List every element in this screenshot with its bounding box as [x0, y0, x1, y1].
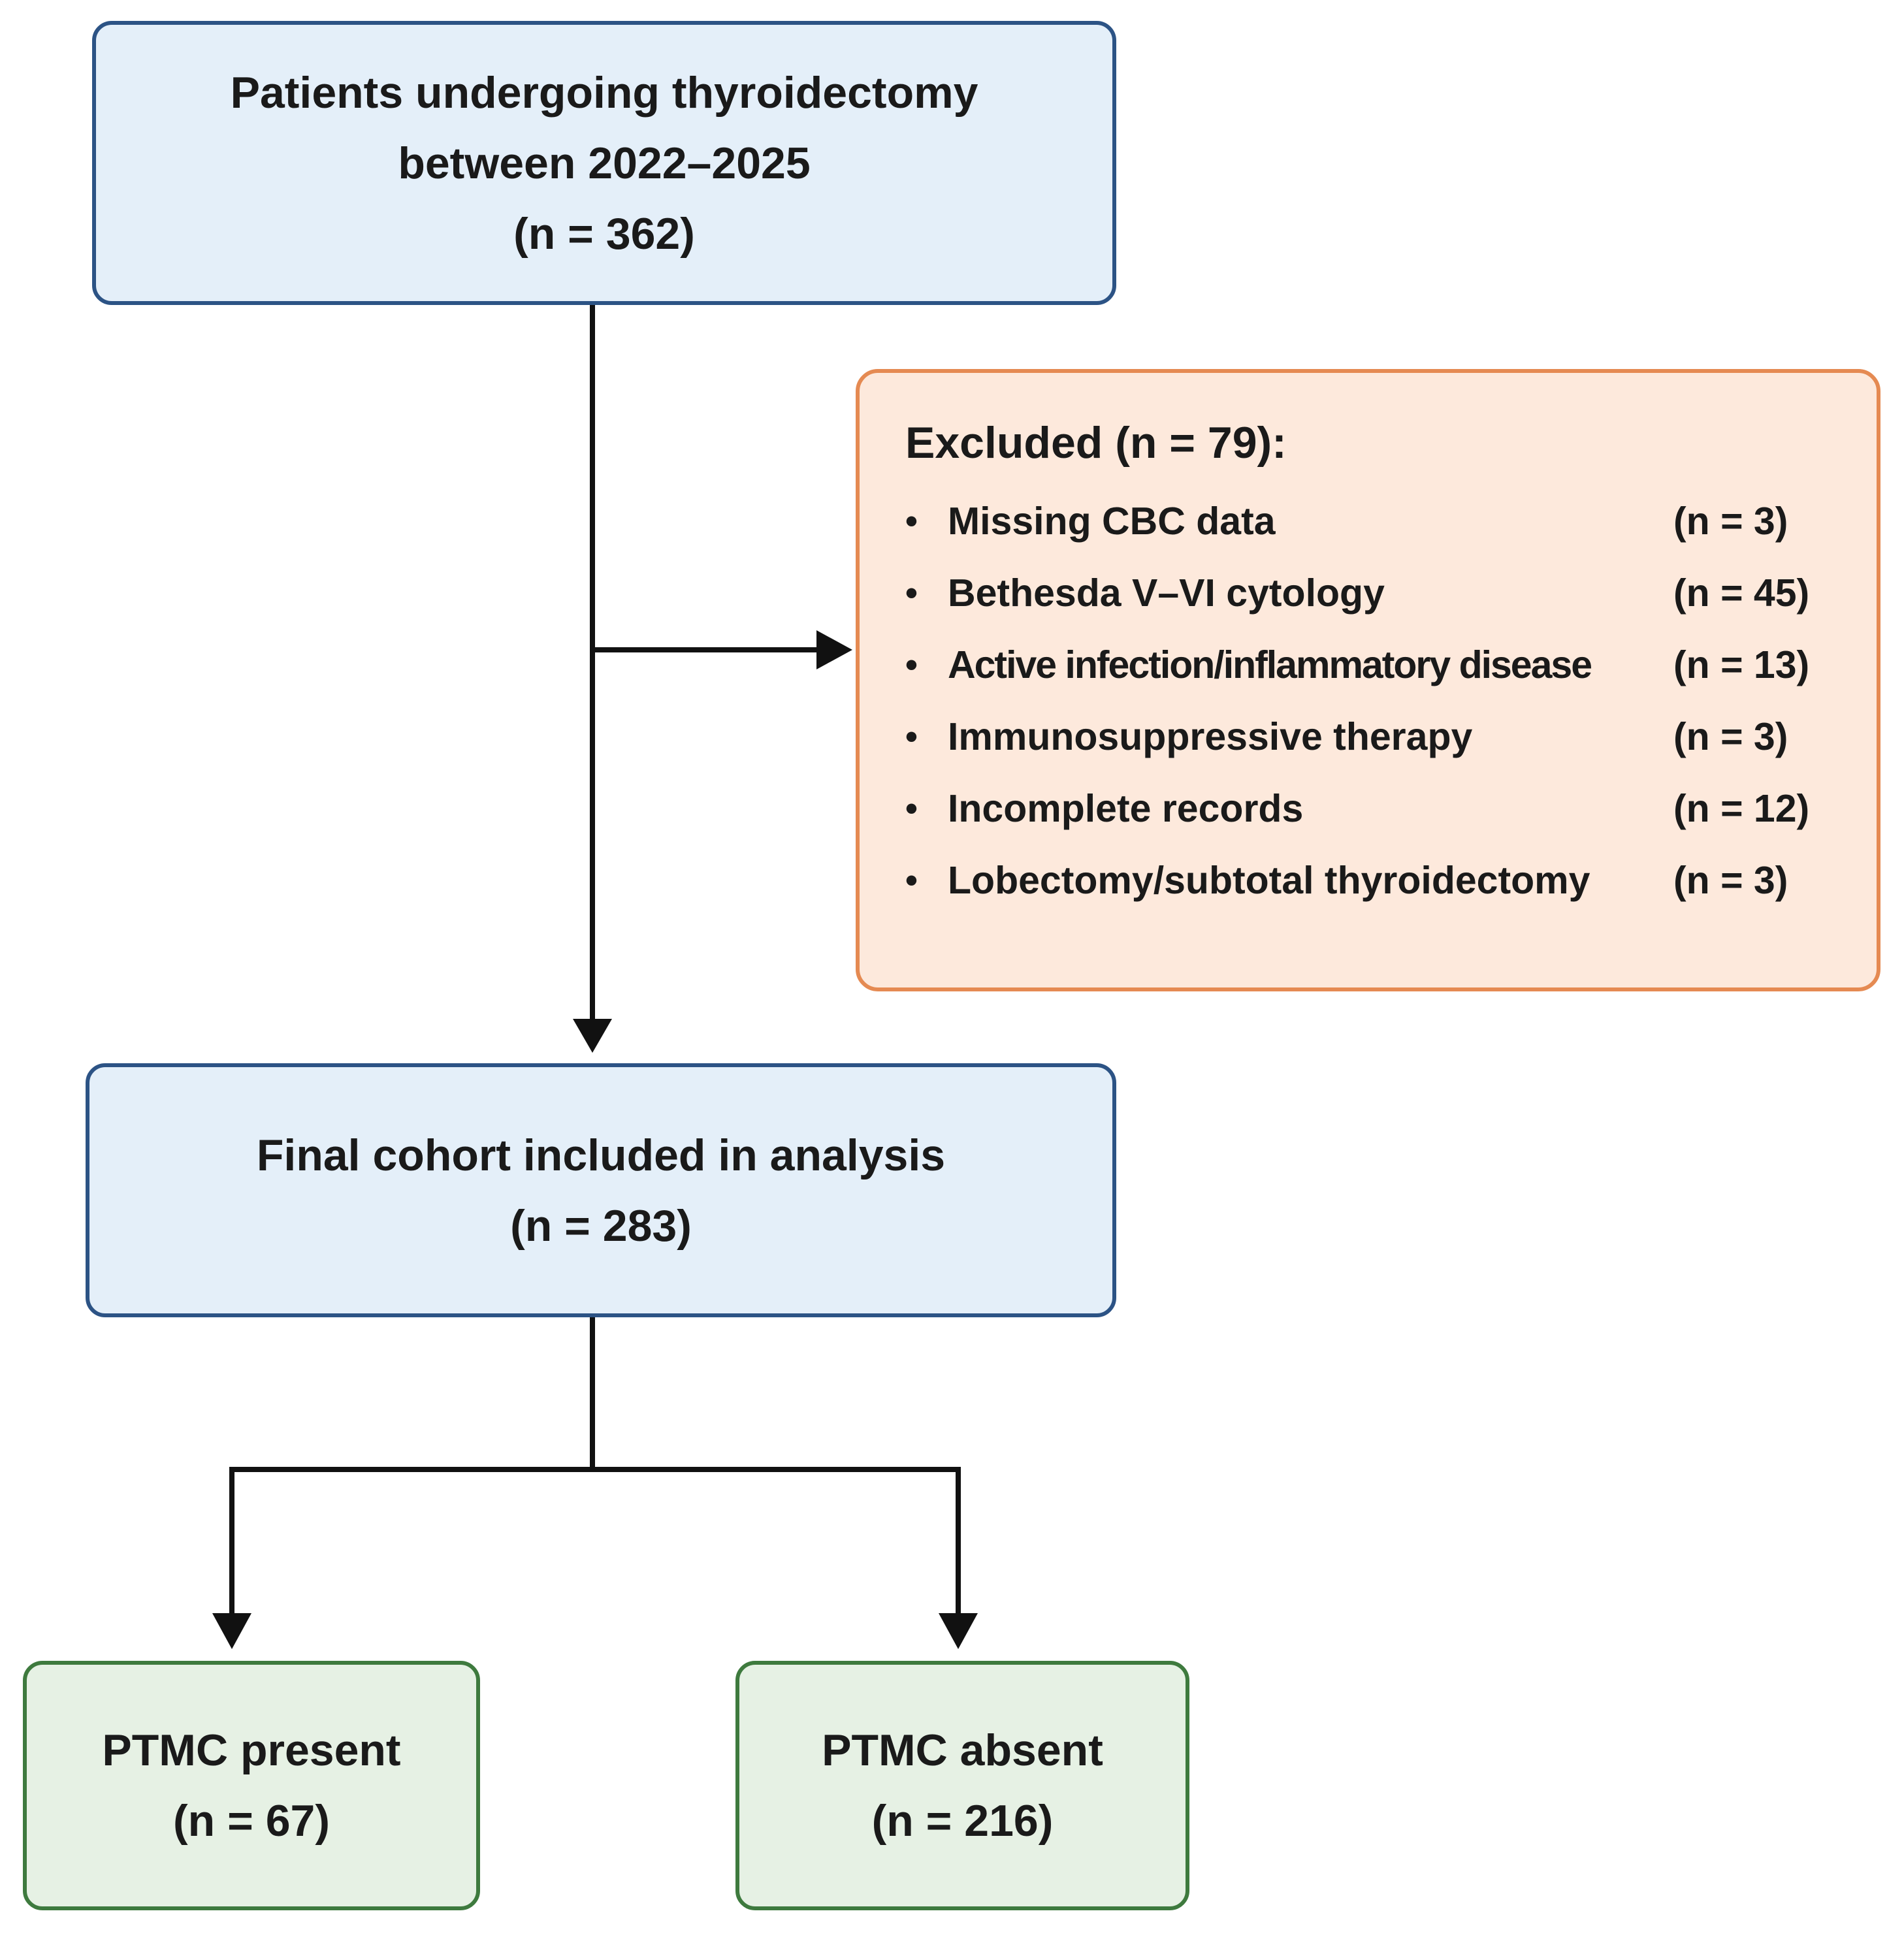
bullet-icon: •: [905, 717, 918, 756]
bullet-icon: •: [905, 502, 918, 541]
enrollment-count: (n = 362): [513, 208, 695, 259]
bullet-icon: •: [905, 789, 918, 828]
excluded-item-incomplete: • Incomplete records (n = 12): [905, 773, 1835, 844]
excluded-item-label: Missing CBC data: [948, 500, 1276, 543]
excluded-item-infection: • Active infection/inflammatory disease …: [905, 629, 1835, 701]
ptmc-absent-label: PTMC absent: [822, 1725, 1103, 1775]
excluded-item-count: (n = 12): [1673, 787, 1810, 830]
ptmc-present-box: PTMC present (n = 67): [23, 1661, 480, 1910]
excluded-item-lobectomy: • Lobectomy/subtotal thyroidectomy (n = …: [905, 844, 1835, 916]
excluded-item-missing-cbc: • Missing CBC data (n = 3): [905, 485, 1835, 557]
excluded-item-label: Bethesda V–VI cytology: [948, 571, 1385, 615]
final-cohort-label: Final cohort included in analysis: [256, 1130, 946, 1180]
excluded-item-label: Immunosuppressive therapy: [948, 715, 1473, 758]
excluded-item-immunosuppressive: • Immunosuppressive therapy (n = 3): [905, 701, 1835, 773]
final-cohort-count: (n = 283): [510, 1200, 692, 1251]
main-flow-arrowhead: [573, 1019, 612, 1053]
ptmc-absent-count: (n = 216): [871, 1796, 1054, 1846]
present-branch-arrowhead: [212, 1613, 251, 1649]
exclusion-branch-arrowhead: [816, 630, 852, 669]
enrollment-line2: between 2022–2025: [398, 138, 811, 188]
ptmc-present-count: (n = 67): [173, 1796, 330, 1846]
excluded-item-count: (n = 3): [1673, 500, 1788, 543]
excluded-item-count: (n = 13): [1673, 643, 1810, 686]
absent-branch-arrowhead: [939, 1613, 978, 1649]
enrollment-line1: Patients undergoing thyroidectomy: [230, 67, 978, 118]
excluded-item-count: (n = 45): [1673, 571, 1810, 615]
bullet-icon: •: [905, 645, 918, 684]
bullet-icon: •: [905, 573, 918, 613]
excluded-item-label: Active infection/inflammatory disease: [948, 643, 1592, 686]
excluded-item-bethesda: • Bethesda V–VI cytology (n = 45): [905, 557, 1835, 629]
enrollment-box: Patients undergoing thyroidectomy betwee…: [92, 21, 1116, 305]
ptmc-absent-box: PTMC absent (n = 216): [735, 1661, 1189, 1910]
excluded-box: Excluded (n = 79): • Missing CBC data (n…: [856, 369, 1880, 991]
excluded-list: • Missing CBC data (n = 3) • Bethesda V–…: [905, 485, 1835, 916]
bullet-icon: •: [905, 861, 918, 900]
final-cohort-box: Final cohort included in analysis (n = 2…: [86, 1063, 1116, 1317]
ptmc-present-label: PTMC present: [102, 1725, 401, 1775]
excluded-item-count: (n = 3): [1673, 859, 1788, 902]
excluded-item-label: Incomplete records: [948, 787, 1304, 830]
excluded-item-label: Lobectomy/subtotal thyroidectomy: [948, 859, 1590, 902]
excluded-item-count: (n = 3): [1673, 715, 1788, 758]
excluded-title: Excluded (n = 79):: [905, 418, 1287, 468]
